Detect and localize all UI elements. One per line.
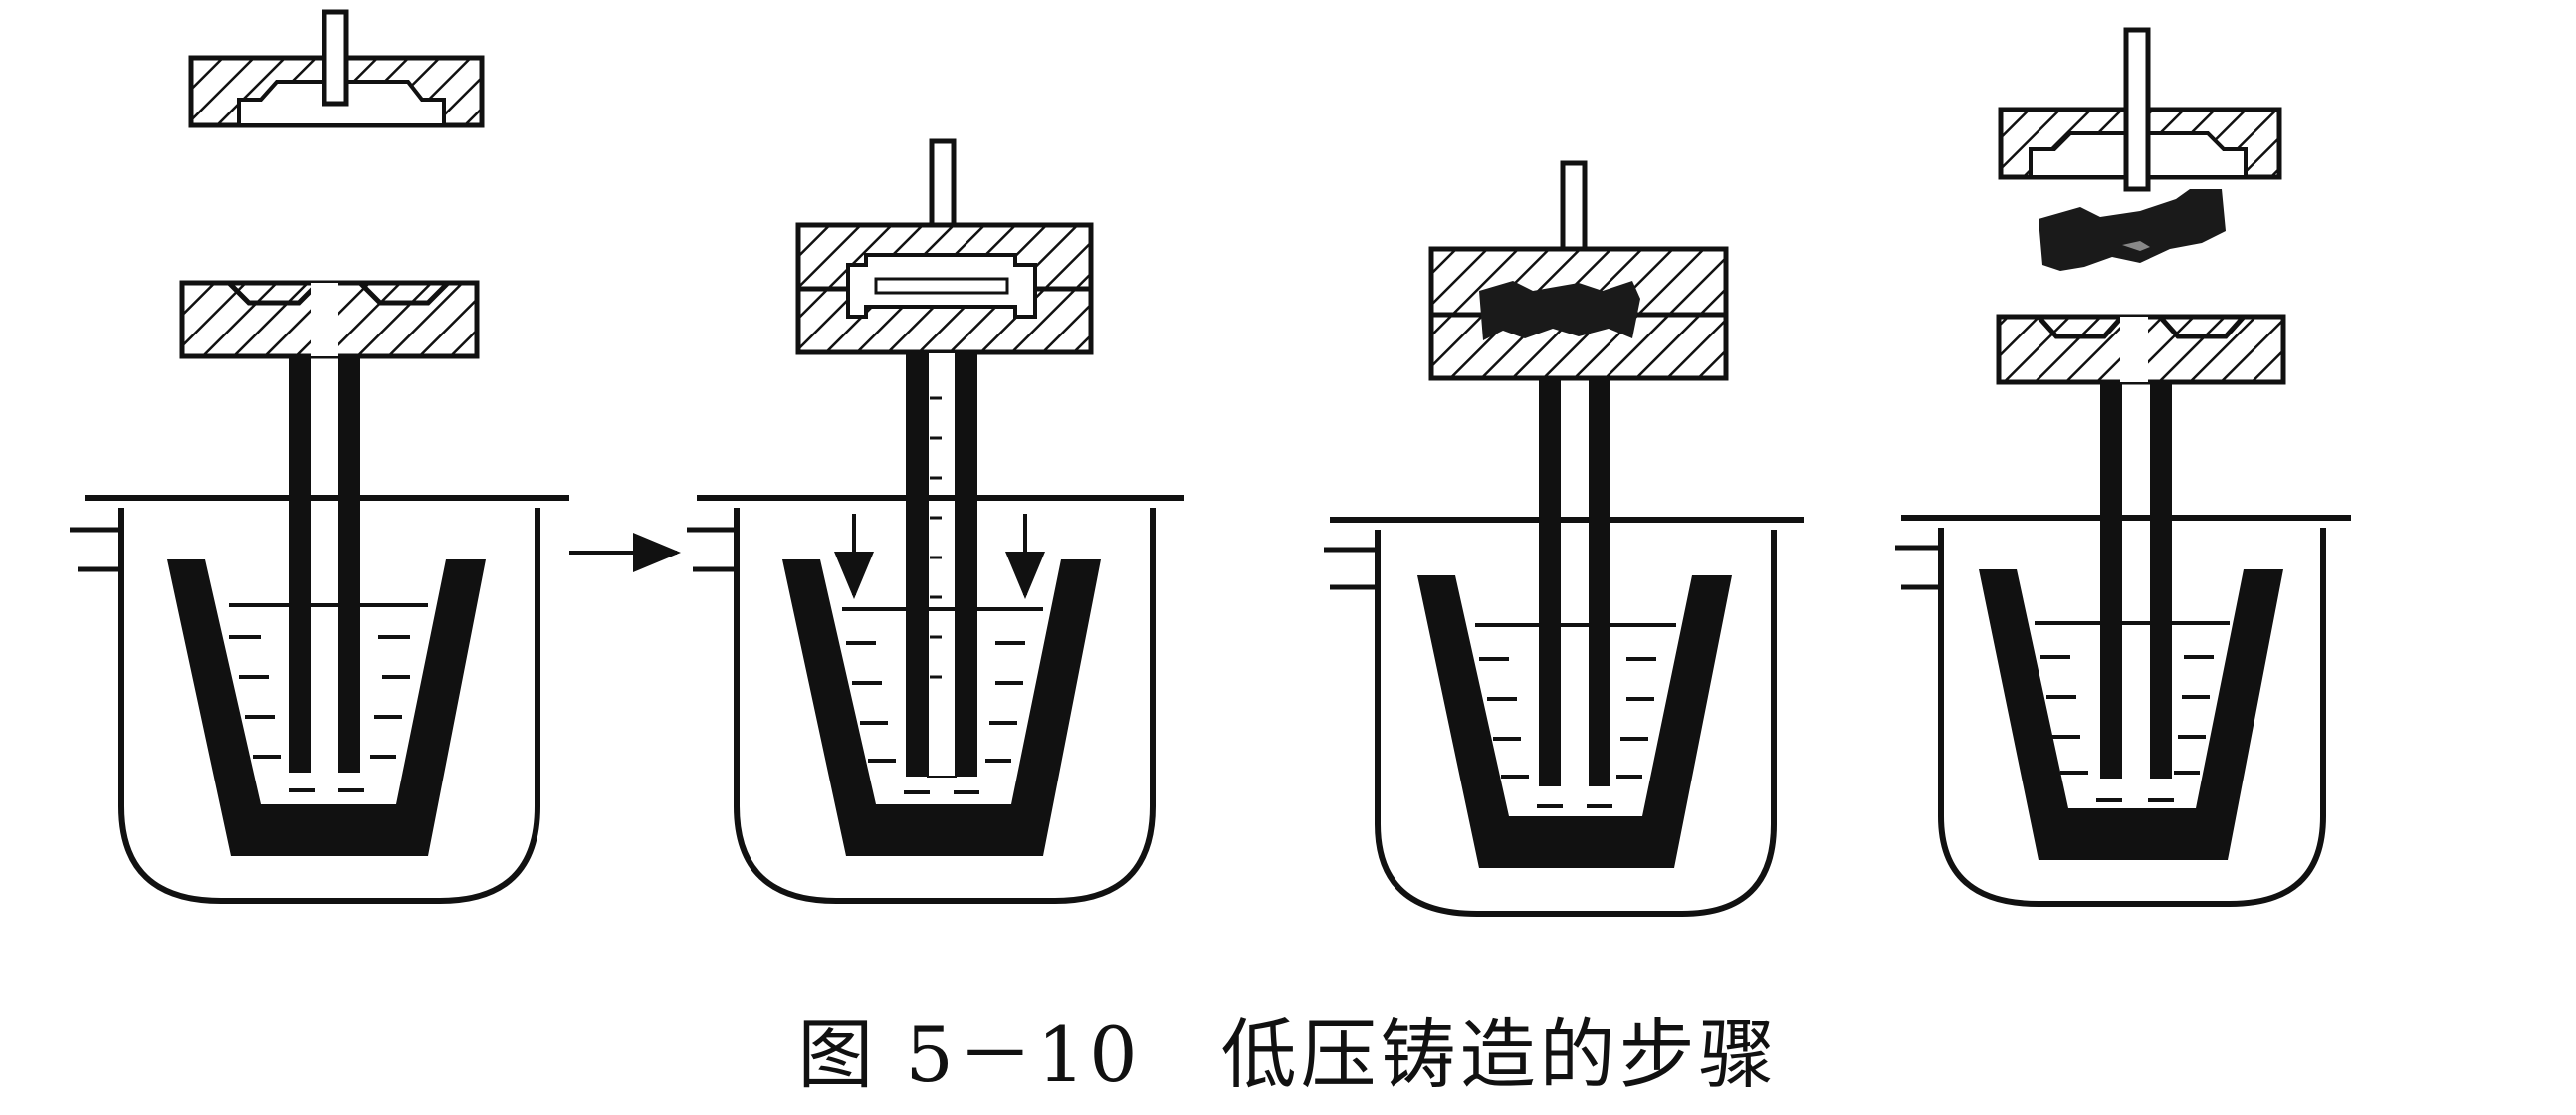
crucible [1417,575,1732,868]
riser-tube [906,352,977,777]
lower-mold-half [1999,317,2283,382]
figure-caption: 图 5－10 低压铸造的步骤 [0,1005,2576,1105]
lower-mold-half [182,283,477,356]
ejected-casting [2039,189,2226,271]
upper-mold-half [2001,30,2279,189]
riser-tube [289,354,360,773]
molten-metal [229,637,410,790]
riser-tube [2100,382,2172,779]
molten-metal [2040,657,2214,800]
molten-metal [1479,659,1656,806]
step-3-solidifying [1324,163,1804,914]
upper-mold-half [191,12,482,125]
crucible [167,559,486,856]
step-2-filling [687,141,1184,901]
riser-tube [1539,378,1610,786]
step-4-ejecting [1895,30,2351,904]
step-1-mold-open [70,12,569,901]
mold-cavity-filled [848,255,1035,317]
crucible [1979,569,2283,860]
